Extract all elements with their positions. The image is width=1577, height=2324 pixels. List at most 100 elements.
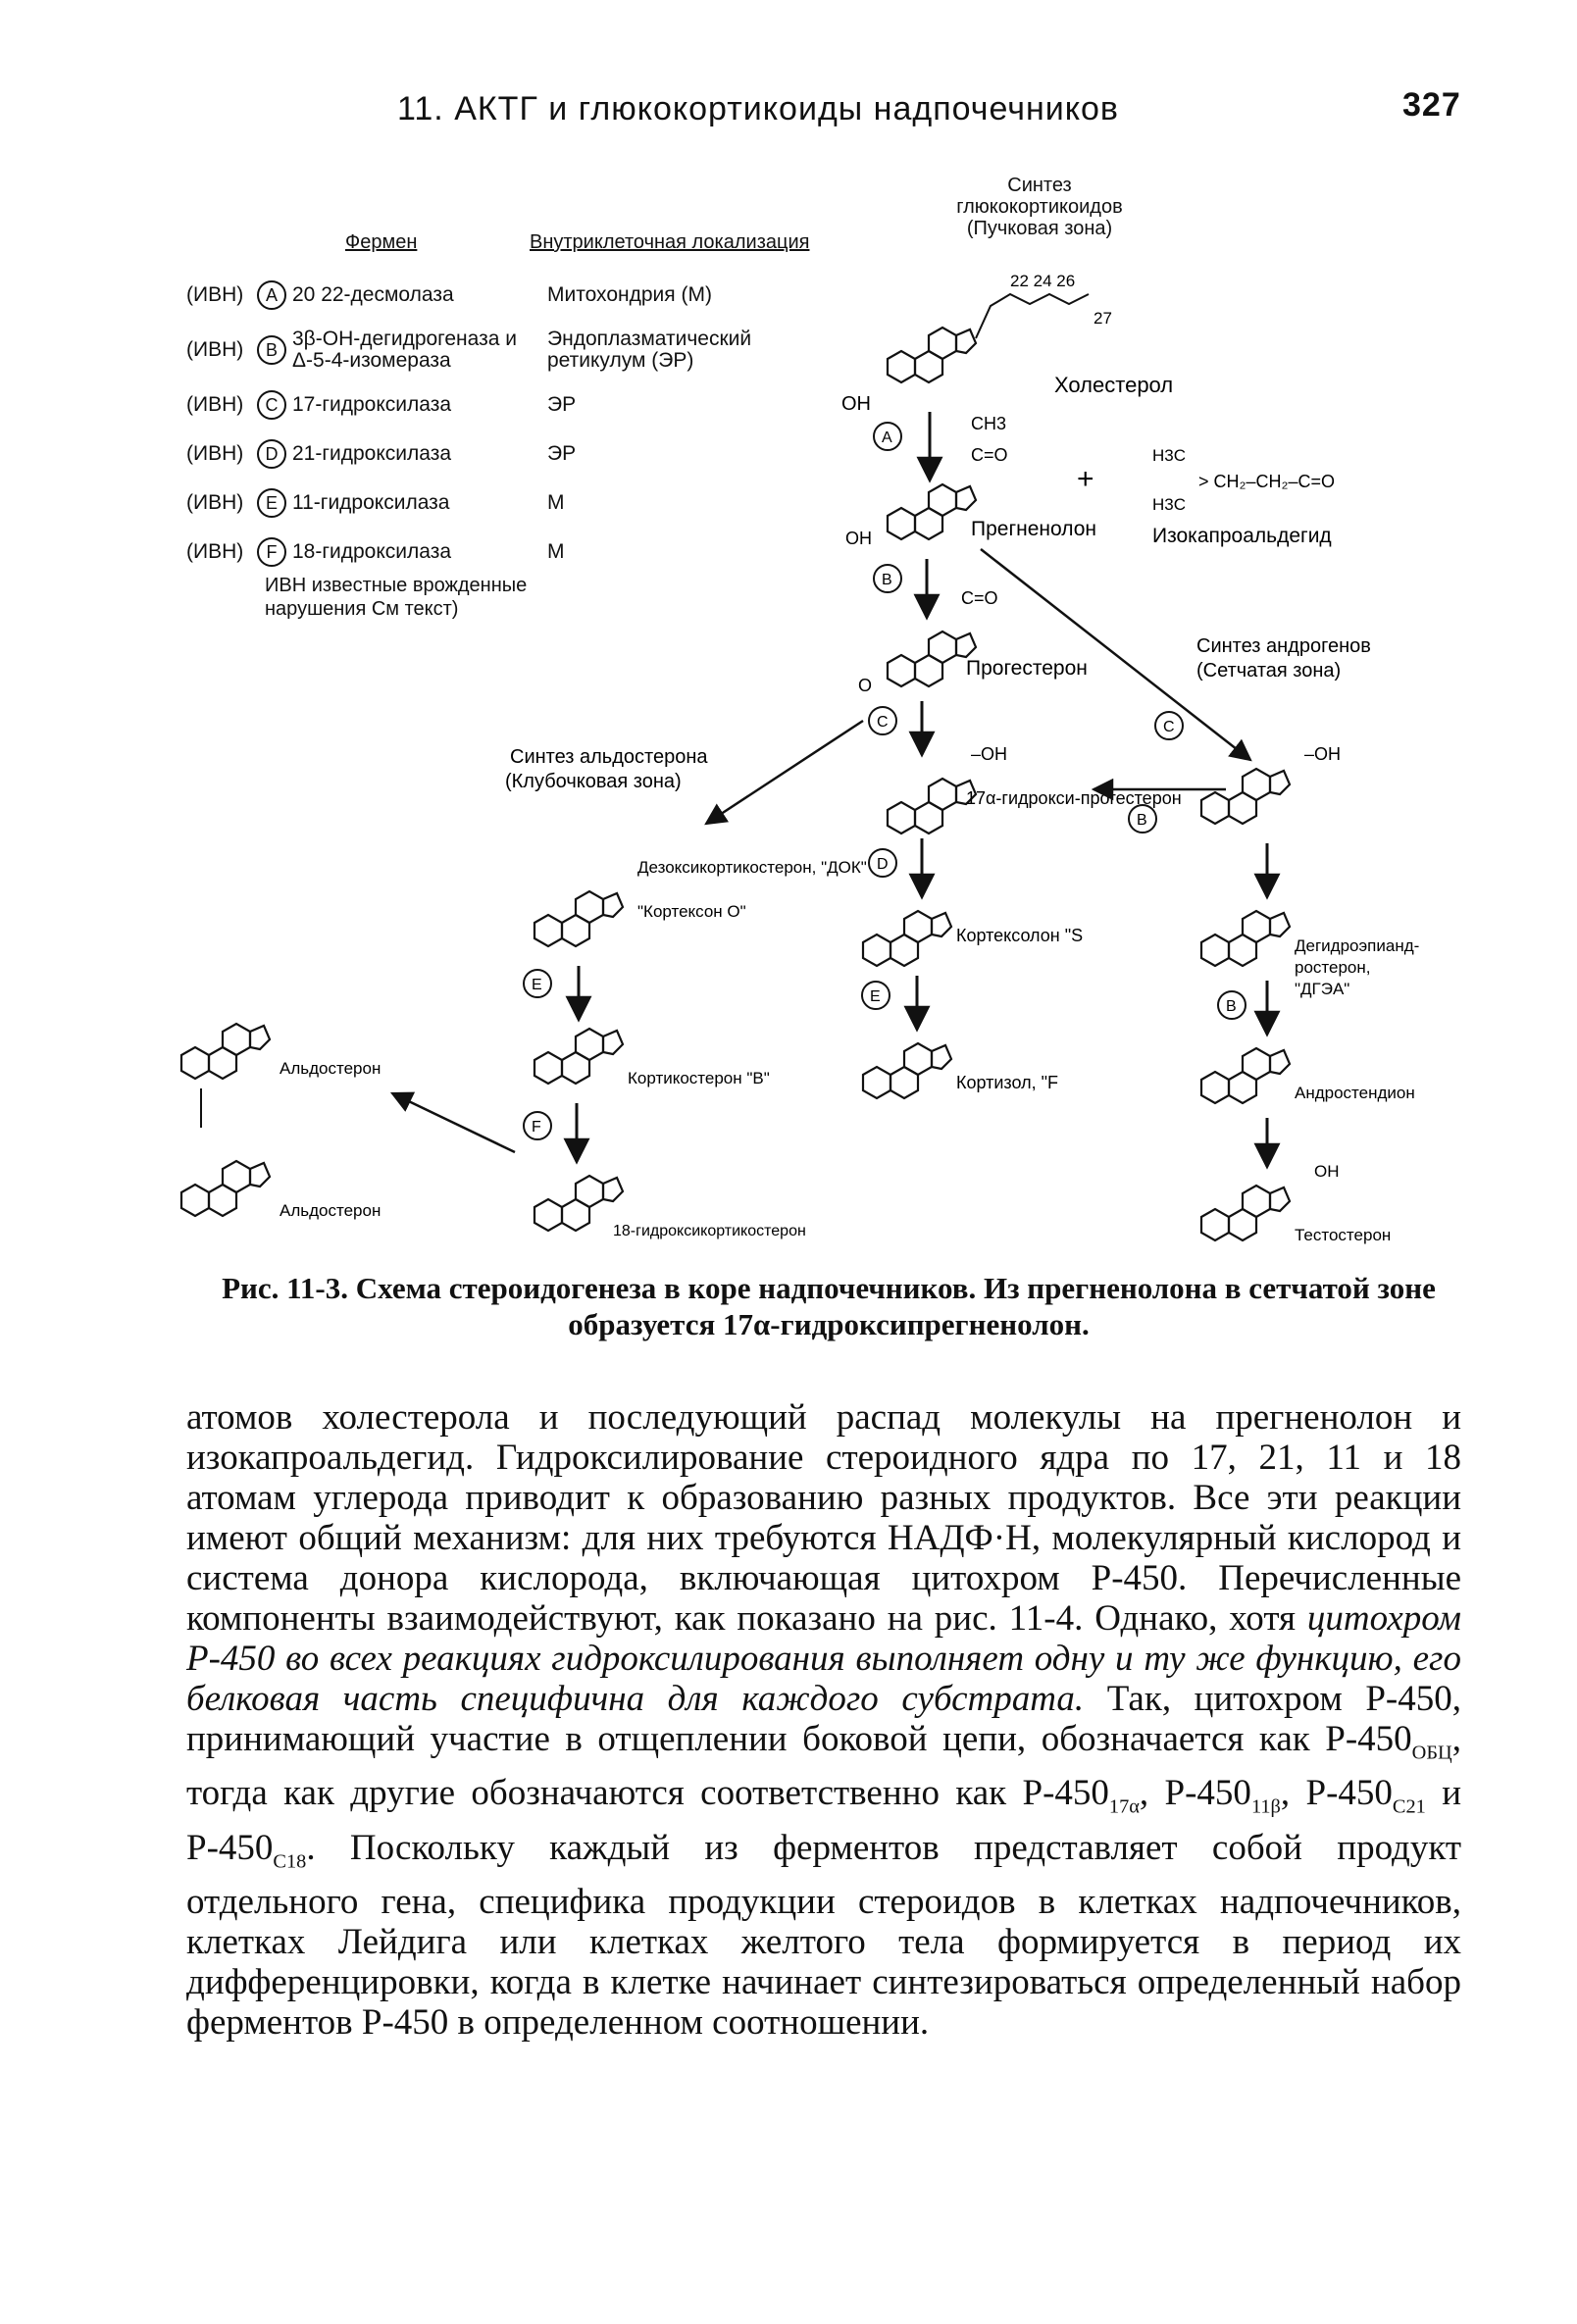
carbon-numbers: 22 24 26 bbox=[1010, 272, 1075, 290]
enzyme-e-letter: E bbox=[532, 977, 542, 993]
ivn-label: (ИВН) bbox=[186, 283, 244, 306]
steroidogenesis-diagram: 22 24 26 27 OH Холестерол A + CH3 C=O OH… bbox=[179, 272, 1419, 1244]
text-run: атомов холестерола и последующий распад … bbox=[186, 1397, 1461, 1639]
enzyme-e-letter: E bbox=[870, 988, 881, 1005]
cortisol-structure bbox=[861, 1041, 953, 1100]
enzyme-letter: B bbox=[257, 335, 286, 365]
doc-label: Дезоксикортикостерон, "ДОК" bbox=[637, 858, 867, 877]
c-o-label: C=O bbox=[971, 445, 1008, 465]
dhea-structure bbox=[1199, 909, 1292, 968]
carbon-number-27: 27 bbox=[1094, 309, 1112, 328]
aldosterone-label-1: Альдостерон bbox=[280, 1059, 381, 1078]
cortexone-label: "Кортексон О" bbox=[637, 902, 746, 921]
plus-sign: + bbox=[1077, 463, 1094, 495]
enzyme-letter: A bbox=[257, 280, 286, 310]
subscript: С18 bbox=[273, 1850, 307, 1873]
enzyme-location: ЭР bbox=[547, 393, 577, 416]
testosterone-label: Тестостерон bbox=[1295, 1226, 1391, 1244]
ivn-label: (ИВН) bbox=[186, 491, 244, 514]
enzyme-name: 11-гидроксилаза bbox=[292, 491, 450, 514]
enzyme-location: ЭР bbox=[547, 442, 577, 465]
enzyme-f-letter: F bbox=[532, 1119, 541, 1136]
enzyme-row-d: (ИВН) D 21-гидроксилаза ЭР bbox=[186, 429, 912, 479]
enzyme-location: М bbox=[547, 540, 565, 563]
ivn-label: (ИВН) bbox=[186, 540, 244, 563]
arrow-to-aldosterone bbox=[389, 1091, 516, 1154]
pregnenolone-label: Прегненолон bbox=[971, 518, 1096, 540]
enzyme-letter: E bbox=[257, 488, 286, 518]
text-run: и Р-450 bbox=[186, 1773, 1461, 1868]
subscript: ОБЦ bbox=[1411, 1742, 1452, 1764]
enzyme-row-c: (ИВН) C 17-гидроксилаза ЭР bbox=[186, 380, 912, 429]
aldo-zone-label-1: Синтез альдостерона bbox=[510, 746, 708, 768]
hydroxycorticosterone-label: 18-гидроксикортикостерон bbox=[613, 1223, 806, 1239]
enzyme-name: 3β-ОН-дегидрогеназа и Δ-5-4-изомераза bbox=[292, 328, 517, 372]
ivn-label: (ИВН) bbox=[186, 338, 244, 361]
cortexolone-label: Кортексолон "S bbox=[956, 926, 1083, 945]
location-header: Внутриклеточная локализация bbox=[530, 231, 810, 253]
figure-caption: Рис. 11-3. Схема стероидогенеза в коре н… bbox=[222, 1271, 1436, 1341]
enzyme-name: 21-гидроксилаза bbox=[292, 442, 452, 465]
italic-run: цитохром Р-450 во всех реакциях гидрокси… bbox=[186, 1598, 1461, 1719]
page-number: 327 bbox=[1402, 86, 1461, 124]
enzyme-e-marker bbox=[861, 981, 890, 1010]
enzyme-c-marker bbox=[868, 706, 897, 735]
oh-label: –OH bbox=[1304, 744, 1341, 764]
oh-label: OH bbox=[1314, 1162, 1340, 1181]
arrow-to-aldo bbox=[704, 719, 864, 826]
enzyme-c-marker bbox=[1154, 711, 1184, 740]
androstenedione-label: Андростендион bbox=[1295, 1084, 1415, 1102]
enzyme-name: 20 22-десмолаза bbox=[292, 283, 454, 306]
progesterone-structure bbox=[886, 630, 978, 688]
o-label: O bbox=[858, 676, 872, 695]
side-chain bbox=[975, 292, 1090, 339]
doc-structure bbox=[533, 889, 625, 948]
enzyme-row-a: (ИВН) A 20 22-десмолаза Митохондрия (М) bbox=[186, 271, 912, 320]
androgen-17oh-structure bbox=[1199, 767, 1292, 826]
cholesterol-label: Холестерол bbox=[1054, 373, 1173, 397]
enzyme-a-marker bbox=[873, 422, 902, 451]
cortexolone-structure bbox=[861, 909, 953, 968]
corticosterone-structure bbox=[533, 1027, 625, 1086]
cholesterol-structure bbox=[886, 326, 978, 384]
oh-label: –OH bbox=[971, 744, 1007, 764]
text-run: , Р-450 bbox=[1139, 1773, 1251, 1814]
subscript: 11β bbox=[1250, 1795, 1281, 1818]
enzyme-row-e: (ИВН) E 11-гидроксилаза М bbox=[186, 479, 912, 528]
enzyme-b-letter: B bbox=[1137, 812, 1147, 829]
isocaproaldehyde-label: Изокапроальдегид bbox=[1152, 525, 1332, 547]
subscript: С21 bbox=[1392, 1795, 1426, 1818]
dhea-label-3: "ДГЭА" bbox=[1295, 980, 1349, 998]
enzyme-d-letter: D bbox=[877, 856, 889, 873]
ivn-label: (ИВН) bbox=[186, 442, 244, 465]
gluco-synthesis-label: Синтез глюкокортикоидов (Пучковая зона) bbox=[956, 175, 1123, 239]
enzyme-e-marker bbox=[523, 969, 552, 998]
aldo-zone-label-2: (Клубочковая зона) bbox=[505, 771, 682, 792]
pregnenolone-structure bbox=[886, 482, 978, 541]
progesterone-label: Прогестерон bbox=[966, 657, 1088, 680]
hydroxyprogesterone-structure bbox=[886, 777, 978, 835]
enzyme-a-letter: A bbox=[882, 429, 892, 446]
text-run: , тогда как другие обозначаются соответс… bbox=[186, 1719, 1461, 1814]
hydroxyprogesterone-label: 17α-гидрокси-прогестерон bbox=[966, 788, 1182, 808]
enzyme-letter: F bbox=[257, 537, 286, 567]
body-text: атомов холестерола и последующий распад … bbox=[186, 1397, 1461, 2043]
testosterone-structure bbox=[1199, 1184, 1292, 1242]
dhea-label-2: ростерон, bbox=[1295, 958, 1370, 977]
enzyme-location: Митохондрия (М) bbox=[547, 283, 712, 306]
isocapro-formula: > CH₂–CH₂–C=O bbox=[1198, 472, 1335, 491]
enzyme-name: 17-гидроксилаза bbox=[292, 393, 452, 416]
body-paragraph: атомов холестерола и последующий распад … bbox=[186, 1397, 1461, 2043]
text-run: . Поскольку каждый из ферментов представ… bbox=[186, 1827, 1461, 2044]
enzyme-table: (ИВН) A 20 22-десмолаза Митохондрия (М) … bbox=[186, 271, 912, 577]
andro-zone-label-1: Синтез андрогенов bbox=[1196, 635, 1371, 657]
andro-zone-label-2: (Сетчатая зона) bbox=[1196, 660, 1341, 682]
enzyme-letter: C bbox=[257, 390, 286, 420]
ivn-label: (ИВН) bbox=[186, 393, 244, 416]
enzyme-name: 18-гидроксилаза bbox=[292, 540, 452, 563]
enzyme-b-marker bbox=[1217, 990, 1246, 1020]
h3c-label: H3C bbox=[1152, 446, 1186, 465]
enzyme-location: Эндоплазматический ретикулум (ЭР) bbox=[547, 328, 752, 372]
oh-label: OH bbox=[845, 529, 872, 548]
enzyme-b-letter: B bbox=[1226, 998, 1237, 1015]
